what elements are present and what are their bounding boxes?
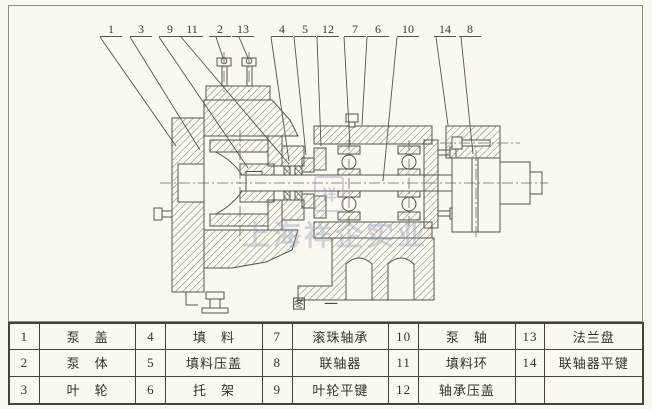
- part-number-cell: 3: [10, 376, 40, 403]
- pump-body: [203, 99, 299, 269]
- part-number-cell: 5: [136, 350, 167, 377]
- leader-1: [99, 36, 177, 147]
- part-name-cell: 泵 盖: [39, 324, 137, 351]
- bracket: [297, 113, 435, 301]
- leader-13: [238, 36, 249, 59]
- callout-number-7: 7: [352, 22, 358, 36]
- part-number-cell: 1: [10, 324, 40, 351]
- leader-4: [270, 36, 290, 162]
- part-name-cell: 泵 轴: [419, 324, 516, 351]
- part-number-cell: 12: [389, 376, 420, 403]
- figure-caption: 图 一: [292, 298, 340, 313]
- stuffing-box: [281, 145, 315, 221]
- leader-9: [158, 36, 249, 169]
- part-number-cell: [516, 376, 546, 403]
- leader-5: [293, 36, 307, 156]
- callout-number-6: 6: [375, 22, 381, 36]
- bearing-cover-left: [313, 195, 327, 219]
- part-name-cell: 联轴器平键: [545, 350, 642, 377]
- packing-gland: [301, 193, 315, 209]
- discharge-flange: [205, 57, 271, 101]
- part-number-cell: 4: [136, 324, 167, 351]
- callout-number-13: 13: [237, 22, 249, 36]
- leader-6: [361, 36, 368, 126]
- packing-gland: [301, 157, 315, 173]
- callout-number-4: 4: [279, 22, 285, 36]
- leader-2-dot: [220, 57, 228, 65]
- cover-side-bolt: [153, 207, 173, 221]
- part-number-cell: 2: [10, 350, 40, 377]
- part-name-cell: 叶轮平键: [293, 376, 390, 403]
- part-name-cell: [545, 377, 642, 403]
- leader-lines: [99, 36, 474, 182]
- part-number-cell: 8: [262, 350, 293, 377]
- leader-8: [460, 36, 474, 155]
- callout-number-9: 9: [167, 22, 173, 36]
- center-lines: [160, 52, 548, 242]
- leader-11: [180, 36, 290, 165]
- callout-number-10: 10: [402, 22, 414, 36]
- part-number-cell: 14: [515, 350, 546, 377]
- part-number-cell: 9: [263, 376, 293, 403]
- part-name-cell: 联轴器: [292, 350, 390, 377]
- impeller-key: [245, 171, 263, 176]
- part-name-cell: 填 料: [166, 324, 263, 351]
- part-number-cell: 7: [262, 324, 293, 351]
- callout-number-12: 12: [322, 22, 334, 36]
- callout-number-14: 14: [439, 22, 451, 36]
- callout-number-1: 1: [108, 22, 114, 36]
- callout-number-3: 3: [138, 22, 144, 36]
- part-name-cell: 法兰盘: [545, 324, 642, 351]
- part-name-cell: 轴承压盖: [419, 376, 516, 403]
- leader-13-dot: [245, 57, 253, 65]
- part-name-cell: 填料环: [419, 350, 516, 377]
- part-name-cell: 滚珠轴承: [292, 324, 390, 351]
- leader-7: [343, 36, 351, 146]
- part-name-cell: 填料压盖: [166, 350, 263, 377]
- part-number-cell: 11: [389, 350, 420, 377]
- leader-12: [316, 36, 322, 147]
- leader-3: [129, 36, 201, 151]
- callout-number-11: 11: [186, 22, 198, 36]
- part-name-cell: 泵 体: [39, 350, 137, 377]
- leader-14: [435, 36, 449, 126]
- bearing-cover-left: [313, 147, 327, 171]
- part-name-cell: 托 架: [166, 376, 263, 403]
- callout-number-8: 8: [467, 22, 473, 36]
- leader-10: [382, 36, 398, 182]
- oil-plug: [345, 113, 359, 123]
- part-number-cell: 13: [515, 324, 546, 351]
- impeller: [209, 139, 275, 227]
- part-name-cell: 叶 轮: [40, 376, 137, 403]
- packing-ring: [289, 190, 296, 201]
- drawing-border-frame: [8, 5, 643, 322]
- drain-fitting: [185, 291, 229, 314]
- part-number-cell: 10: [389, 324, 420, 351]
- callout-number-2: 2: [217, 22, 223, 36]
- leader-2: [215, 36, 224, 59]
- callout-number-5: 5: [302, 22, 308, 36]
- packing-ring: [289, 165, 296, 176]
- pump-cover: [171, 117, 205, 293]
- part-number-cell: 6: [136, 376, 167, 403]
